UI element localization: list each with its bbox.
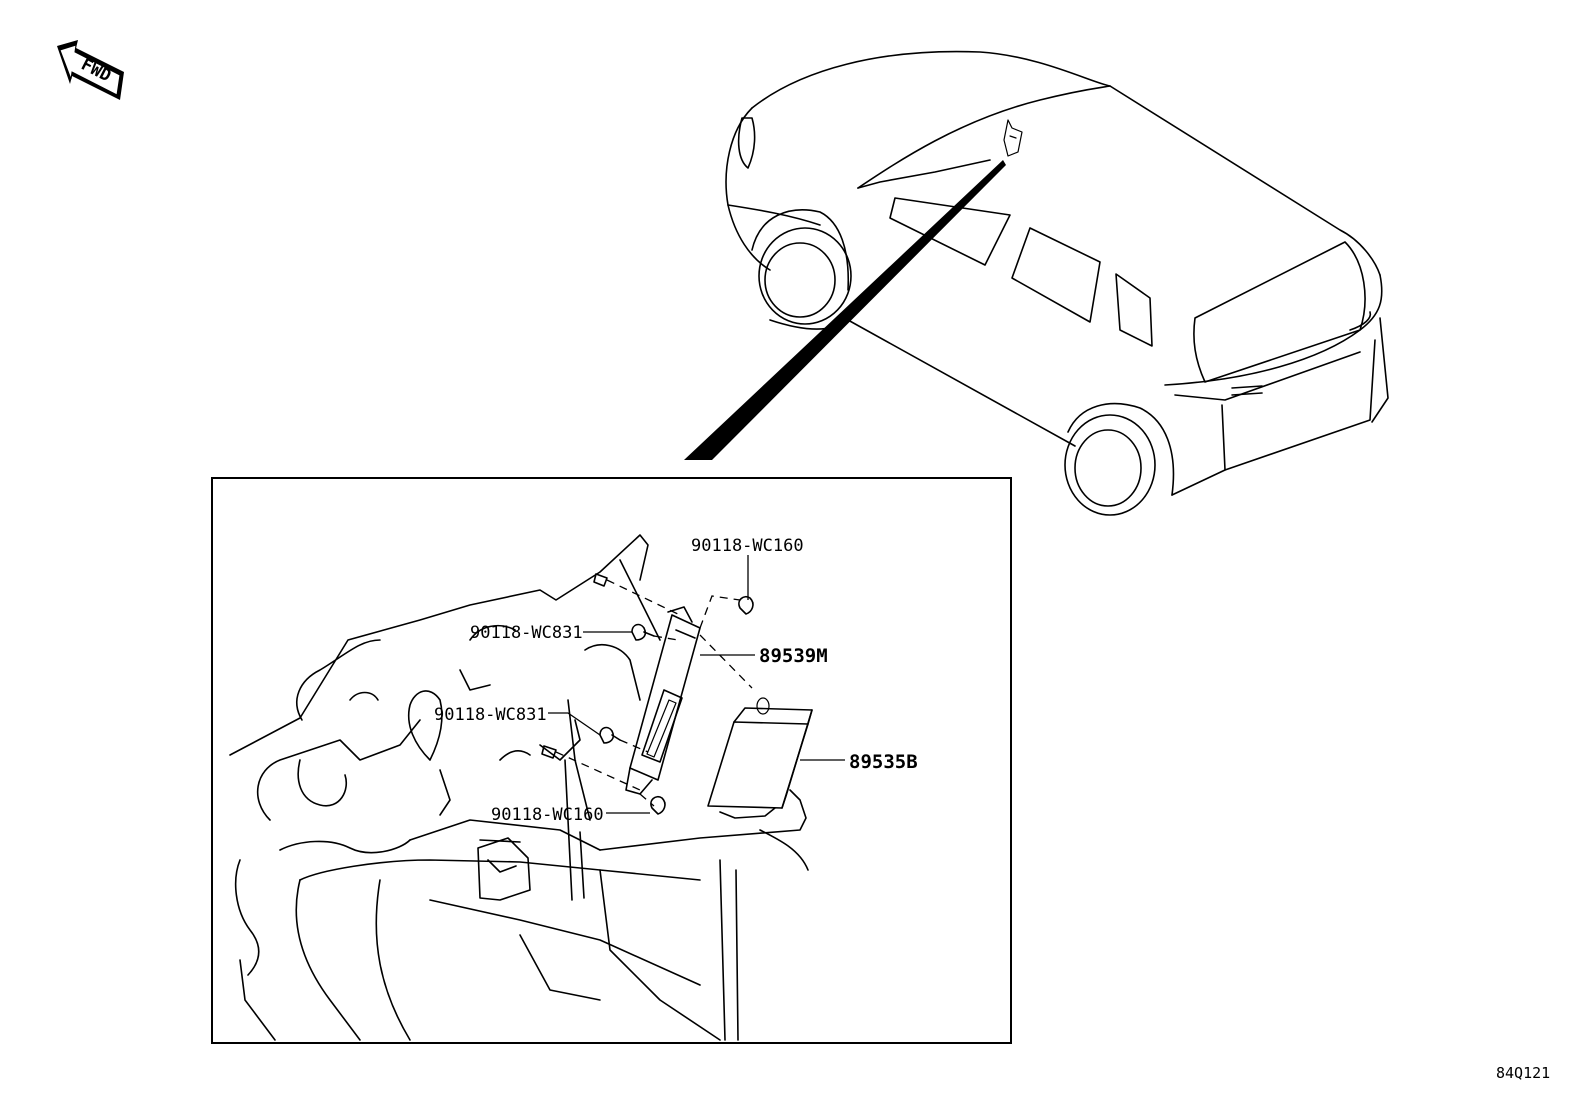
callout-90118-wc160-bottom: 90118-WC160	[491, 805, 604, 825]
callout-89539m: 89539M	[759, 645, 828, 667]
callout-90118-wc160-top: 90118-WC160	[691, 536, 804, 556]
forward-arrow-icon: FWD	[57, 40, 124, 100]
leader-90118-wc831-lower	[548, 712, 601, 736]
callout-90118-wc831-upper: 90118-WC831	[470, 623, 583, 643]
callout-90118-wc831-lower: 90118-WC831	[434, 705, 547, 725]
detail-frame	[211, 477, 1012, 1044]
vehicle-overview	[684, 50, 1389, 516]
leader-lines	[548, 555, 845, 814]
diagram-code: 84Q121	[1496, 1064, 1550, 1082]
detail-illustration	[229, 534, 813, 1041]
callout-89535b: 89535B	[849, 751, 918, 773]
callout-labels: 90118-WC160 90118-WC831 89539M 90118-WC8…	[434, 536, 918, 825]
